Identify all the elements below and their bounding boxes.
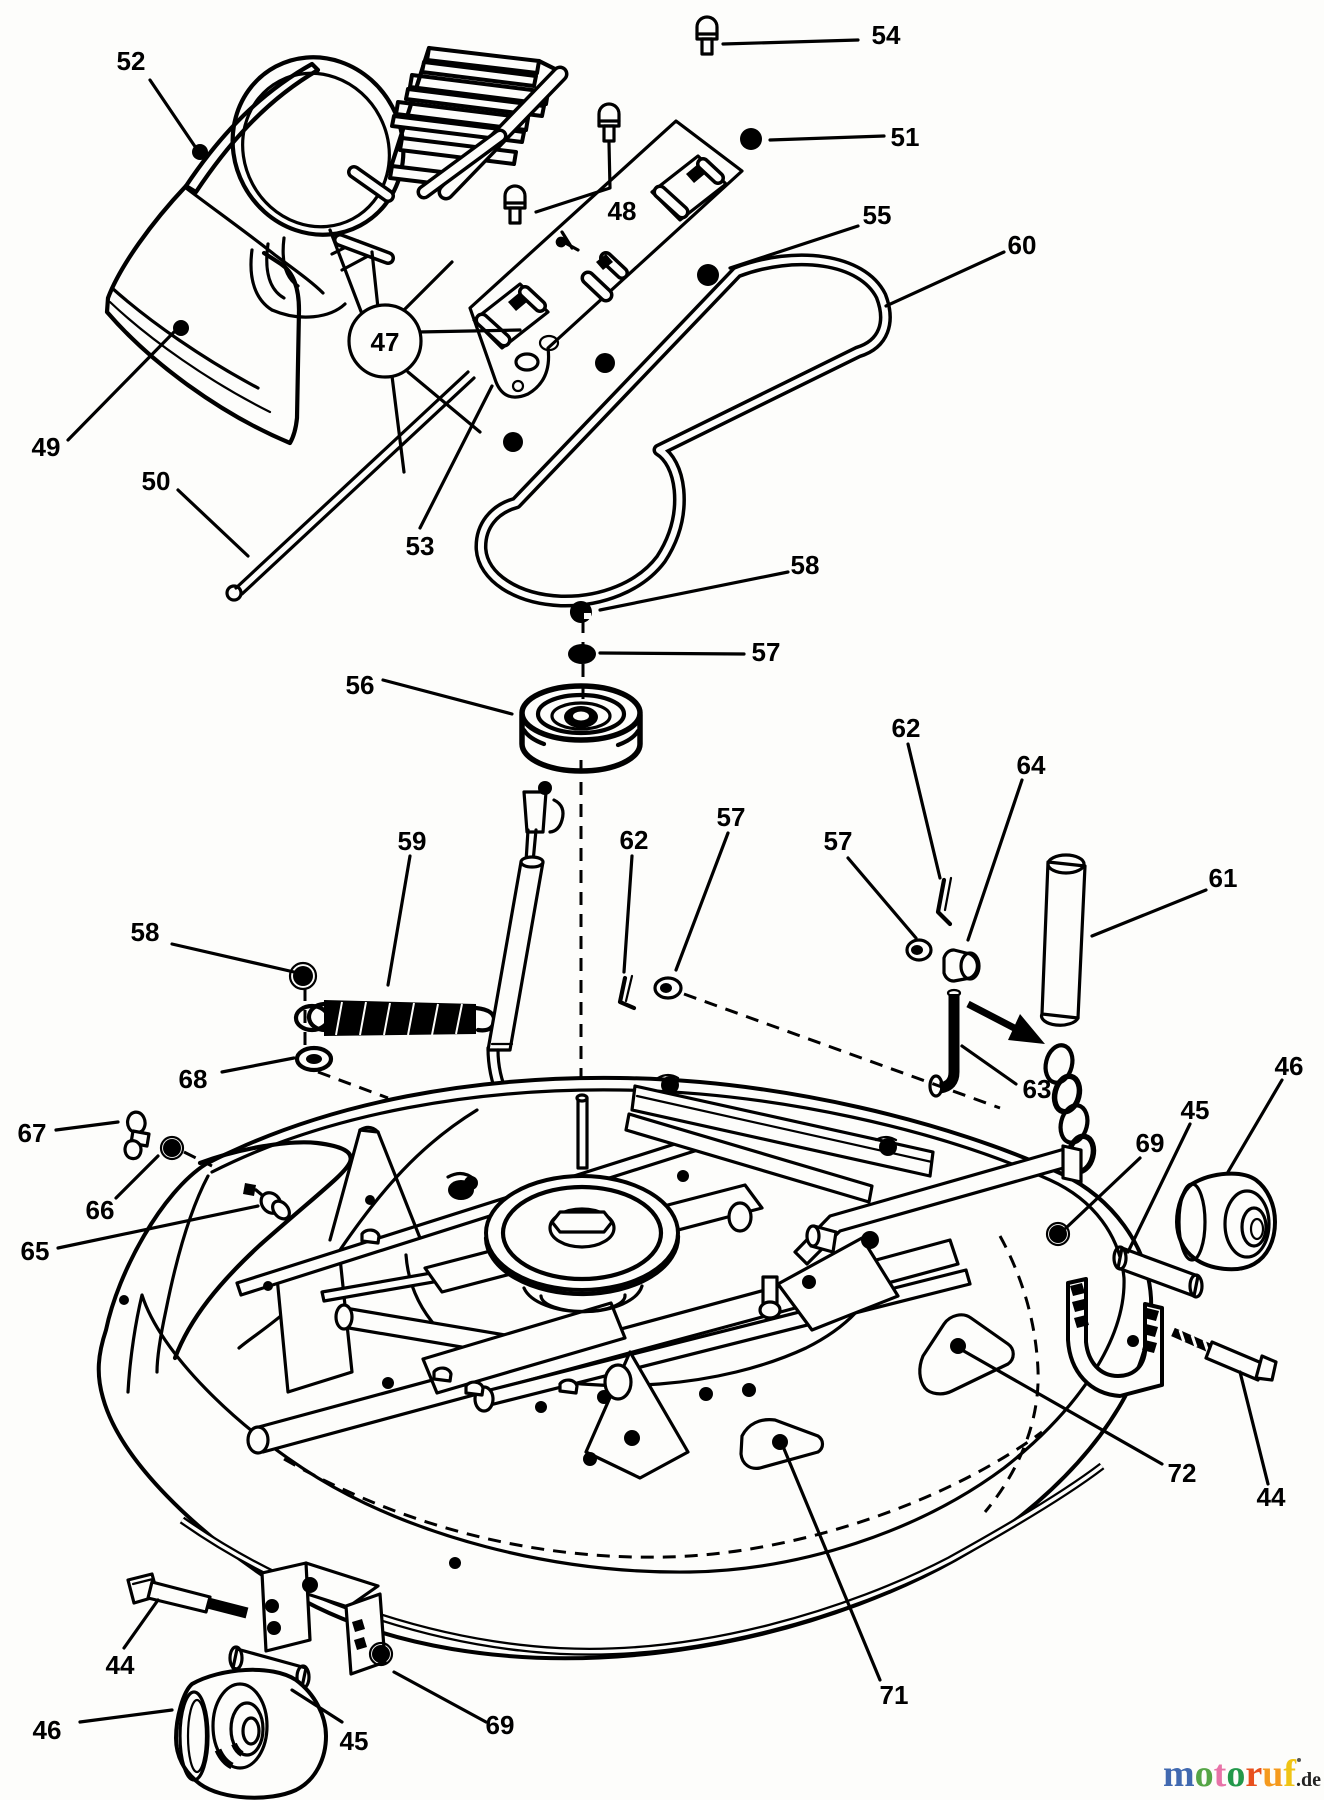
svg-text:64: 64: [1017, 750, 1046, 780]
svg-text:60: 60: [1008, 230, 1037, 260]
svg-text:57: 57: [717, 802, 746, 832]
svg-text:46: 46: [33, 1715, 62, 1745]
svg-text:68: 68: [179, 1064, 208, 1094]
svg-text:motoruf.de: motoruf.de: [1163, 1753, 1321, 1795]
svg-text:62: 62: [892, 713, 921, 743]
svg-text:45: 45: [340, 1726, 369, 1756]
svg-text:53: 53: [406, 531, 435, 561]
svg-text:61: 61: [1209, 863, 1238, 893]
svg-text:52: 52: [117, 46, 146, 76]
svg-text:44: 44: [1257, 1482, 1286, 1512]
svg-text:59: 59: [398, 826, 427, 856]
svg-text:56: 56: [346, 670, 375, 700]
svg-text:57: 57: [752, 637, 781, 667]
svg-text:51: 51: [891, 122, 920, 152]
svg-text:48: 48: [608, 196, 637, 226]
svg-text:47: 47: [371, 327, 400, 357]
svg-text:57: 57: [824, 826, 853, 856]
svg-text:55: 55: [863, 200, 892, 230]
svg-text:58: 58: [791, 550, 820, 580]
svg-text:58: 58: [131, 917, 160, 947]
svg-text:45: 45: [1181, 1095, 1210, 1125]
svg-text:46: 46: [1275, 1051, 1304, 1081]
svg-text:44: 44: [106, 1650, 135, 1680]
svg-text:49: 49: [32, 432, 61, 462]
svg-text:65: 65: [21, 1236, 50, 1266]
svg-text:63: 63: [1023, 1074, 1052, 1104]
svg-text:54: 54: [872, 20, 901, 50]
svg-text:69: 69: [1136, 1128, 1165, 1158]
svg-text:67: 67: [18, 1118, 47, 1148]
svg-text:62: 62: [620, 825, 649, 855]
svg-text:72: 72: [1168, 1458, 1197, 1488]
svg-text:69: 69: [486, 1710, 515, 1740]
svg-text:66: 66: [86, 1195, 115, 1225]
svg-text:50: 50: [142, 466, 171, 496]
svg-text:71: 71: [880, 1680, 909, 1710]
